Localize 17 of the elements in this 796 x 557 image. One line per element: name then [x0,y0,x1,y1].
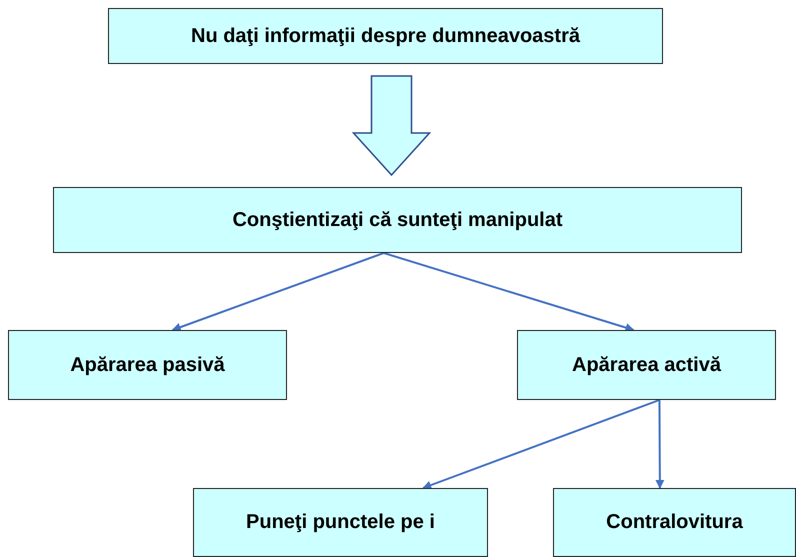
box-label: Nu daţi informaţii despre dumneavoastră [191,24,580,48]
box-label: Apărarea pasivă [70,354,225,376]
arrow [172,252,384,332]
process-box [53,187,742,253]
process-box [193,488,488,557]
process-box [553,488,796,557]
block-arrow [352,75,432,176]
box-label: Contralovitura [606,511,743,534]
box-label: Puneţi punctele pe i [246,511,435,534]
box-label: Conştientizaţi că sunteţi manipulat [232,208,563,232]
arrow [655,400,664,489]
process-box [8,330,287,400]
process-box [517,330,776,400]
box-label: Apărarea activă [572,354,721,376]
process-box [108,8,663,64]
arrow [383,252,634,332]
arrow [422,399,660,490]
